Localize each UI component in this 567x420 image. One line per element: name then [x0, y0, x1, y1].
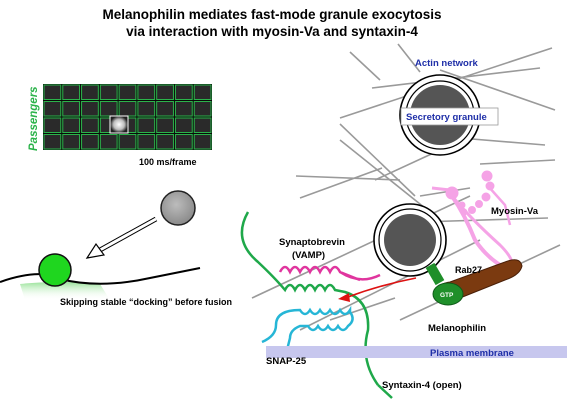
inset-grid-cell — [137, 134, 156, 150]
myosin-va-label: Myosin-Va — [491, 206, 539, 217]
inset-grid-cell — [43, 117, 62, 133]
inset-grid-cell — [43, 84, 62, 100]
inset-grid-cell — [62, 84, 81, 100]
synaptobrevin-label-2: (VAMP) — [292, 250, 325, 261]
imaging-inset: Passengers 100 ms/frame — [28, 84, 212, 167]
plasma-membrane-label: Plasma membrane — [430, 348, 514, 359]
inset-grid-cell — [62, 117, 81, 133]
syntaxin4-label: Syntaxin-4 (open) — [382, 380, 462, 391]
inset-grid-cell — [81, 134, 99, 150]
left-membrane-line — [0, 267, 201, 285]
synaptobrevin-helix — [278, 265, 361, 282]
fusing-granule — [38, 253, 72, 287]
inset-grid-cell — [99, 101, 118, 117]
snap25-chain — [261, 305, 354, 359]
red-arrow-head — [338, 293, 350, 302]
gtp-blob — [432, 282, 464, 306]
inset-grid-cell — [156, 117, 174, 133]
inset-grid-cell — [137, 84, 156, 100]
highlighted-frame — [109, 115, 129, 134]
fusion-membrane-shadow — [20, 282, 110, 300]
synaptobrevin-tail — [339, 270, 381, 281]
inset-grid-cell — [118, 101, 137, 117]
skipping-docking-label: Skipping stable “docking” before fusion — [60, 297, 232, 307]
melanophilin-label: Melanophilin — [428, 323, 486, 334]
inset-grid-cell — [174, 134, 193, 150]
gtp-label: GTP — [440, 292, 454, 299]
rab27-stalk — [425, 262, 445, 286]
inset-grid-cell — [81, 101, 99, 117]
inset-grid-cell — [156, 134, 174, 150]
inset-grid-cell — [81, 117, 99, 133]
secretory-granule-label: Secretory granule — [406, 112, 487, 123]
rab27-label: Rab27 — [455, 265, 482, 275]
approach-arrow — [85, 216, 158, 259]
inset-grid-cell — [99, 134, 118, 150]
title-line-2: via interaction with myosin-Va and synta… — [126, 24, 418, 39]
inset-grid-cell — [174, 84, 193, 100]
inset-grid-cell — [156, 101, 174, 117]
inset-grid-cell — [43, 101, 62, 117]
plasma-membrane-band — [266, 346, 567, 358]
inset-grid-cell — [137, 101, 156, 117]
inset-grid-cell — [174, 117, 193, 133]
syntaxin-4-chain — [240, 211, 380, 386]
title-line-1: Melanophilin mediates fast-mode granule … — [102, 7, 441, 22]
inset-grid-cell — [174, 101, 193, 117]
synaptobrevin-label-1: Synaptobrevin — [279, 237, 345, 248]
syntaxin-4-stub — [377, 384, 393, 399]
inset-grid-cell — [193, 134, 212, 150]
inset-grid-cell — [193, 101, 212, 117]
inset-grid-cell — [118, 134, 137, 150]
frame-rate-label: 100 ms/frame — [139, 157, 197, 167]
inset-grid-cell — [99, 84, 118, 100]
inset-grid-cell — [43, 134, 62, 150]
secretory-granule-top — [399, 74, 499, 156]
passengers-vertical-label: Passengers — [28, 86, 40, 151]
secretory-granule-docked — [373, 203, 447, 277]
inset-grid-cell — [62, 101, 81, 117]
actin-network-label: Actin network — [415, 58, 479, 69]
approaching-granule — [160, 190, 196, 226]
inset-grid-cell — [156, 84, 174, 100]
inset-grid-cell — [62, 134, 81, 150]
inset-grid-cell — [81, 84, 99, 100]
red-arrow — [347, 277, 417, 298]
inset-grid-cell — [193, 117, 212, 133]
inset-grid-cell — [193, 84, 212, 100]
snap25-label: SNAP-25 — [266, 356, 307, 367]
inset-grid-cell — [118, 84, 137, 100]
inset-grid-cell — [137, 117, 156, 133]
